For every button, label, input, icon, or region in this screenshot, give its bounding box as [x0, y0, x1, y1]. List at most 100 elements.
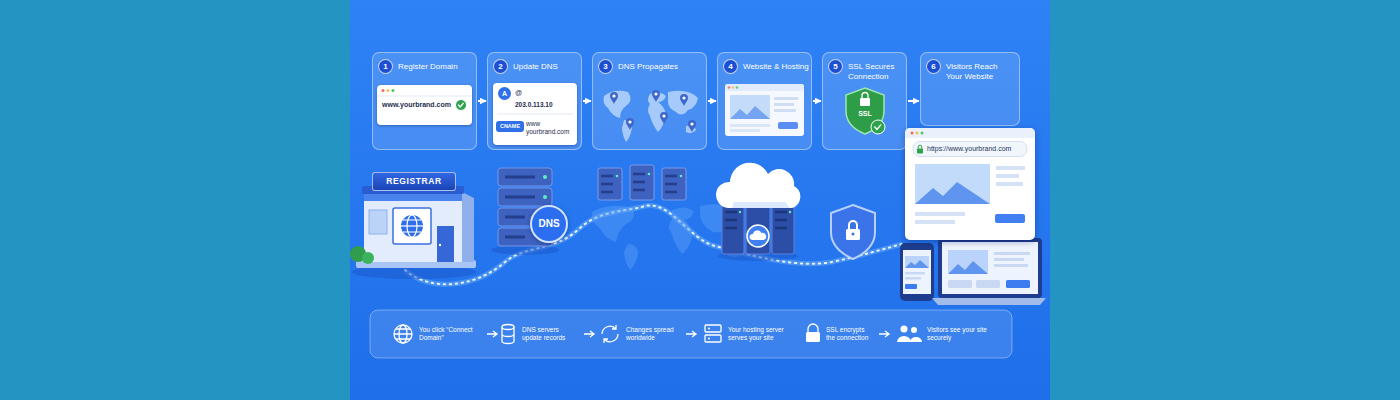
step-card: SSL Secures Connection5SSL	[822, 52, 907, 150]
domain-card-art	[382, 89, 385, 92]
ssl-shield-art	[862, 93, 868, 99]
cloud-hosting	[716, 163, 800, 208]
domain-card-art	[387, 89, 390, 92]
steps-band	[901, 326, 908, 333]
cloud-hosting	[716, 163, 800, 261]
steps-band	[708, 338, 710, 340]
faint-world-map	[592, 204, 742, 270]
steps-band	[806, 332, 820, 342]
flow-arrow	[813, 100, 821, 102]
website-browser-art	[996, 174, 1019, 178]
step-badge: 1	[378, 59, 393, 74]
record-type: A	[498, 87, 511, 100]
registrar-building	[364, 190, 462, 262]
dns-records-panel-art	[497, 114, 573, 115]
record-type: CNAME	[496, 121, 524, 132]
website-browser-art	[905, 128, 1035, 240]
domain-card-art	[459, 103, 464, 107]
domain-card-art	[392, 89, 395, 92]
steps-band	[911, 327, 917, 333]
dns-records-panel: @203.0.113.10 www yourbrand.com A CNAME	[493, 83, 577, 145]
laptop-device	[932, 298, 1046, 305]
flow-arrow	[478, 100, 486, 102]
server-racks	[648, 173, 651, 176]
website-browser-art	[995, 214, 1025, 223]
step-title: Update DNS	[513, 62, 579, 72]
step-card: Website & Hosting4	[717, 52, 812, 150]
laptop-device	[938, 238, 1042, 298]
flow-arrow	[908, 100, 919, 102]
website-browser-art	[915, 220, 955, 224]
step-title: SSL Secures Connection	[848, 62, 904, 82]
registrar-building	[437, 226, 454, 262]
laptop-device	[994, 264, 1028, 267]
step-number: 2	[494, 60, 507, 73]
website-browser-art	[915, 182, 990, 204]
step-summary: Changes spread worldwide	[626, 326, 680, 342]
step-number: 6	[927, 60, 940, 73]
steps-band	[708, 328, 710, 330]
steps-band	[502, 327, 514, 344]
laptop-device	[932, 238, 1046, 305]
steps-band	[394, 325, 412, 343]
registrar-building	[350, 186, 476, 279]
dns-badge: DNS	[530, 205, 568, 243]
steps-band	[705, 335, 721, 342]
step-title: Visitors Reach Your Website	[946, 62, 1006, 82]
security-shield	[852, 233, 855, 236]
server-racks	[616, 175, 619, 178]
dns-server-stack	[543, 195, 547, 199]
record-type-badge: A	[498, 87, 511, 100]
record-host: @	[515, 88, 522, 97]
ssl-shield-art	[860, 98, 870, 106]
flow-arrow	[583, 100, 591, 102]
laptop-device	[948, 280, 972, 288]
steps-band	[394, 324, 889, 344]
registrar-building	[393, 208, 431, 244]
faint-world-map	[669, 207, 694, 254]
steps-band	[370, 310, 1012, 358]
phone-device	[905, 260, 929, 268]
steps-band	[394, 329, 412, 339]
record-value: 203.0.113.10	[515, 101, 553, 109]
phone-device	[900, 243, 934, 301]
sign-text: REGISTRAR	[373, 173, 455, 190]
registrar-building	[403, 220, 421, 232]
registrar-building	[462, 192, 474, 262]
steps-band	[602, 325, 618, 343]
phone-device	[905, 256, 929, 268]
step-card: Visitors Reach Your Website 6	[920, 52, 1020, 126]
faint-world-map	[624, 244, 638, 270]
step-number: 3	[599, 60, 612, 73]
security-shield	[849, 221, 857, 229]
phone-device	[905, 272, 925, 275]
steps-band	[705, 325, 721, 332]
website-browser-art	[915, 164, 990, 204]
domain-card-art	[456, 100, 467, 111]
step-number: 1	[379, 60, 392, 73]
domain-name: www.yourbrand.com	[382, 101, 451, 110]
cloud-hosting	[732, 202, 790, 208]
registrar-building	[362, 252, 374, 264]
step-badge: 2	[493, 59, 508, 74]
laptop-device	[942, 242, 1038, 294]
steps-band	[808, 324, 818, 332]
steps-band	[897, 336, 911, 342]
dns-server-stack	[543, 175, 547, 179]
security-shield	[831, 205, 875, 259]
ssl-shield-art	[871, 120, 885, 134]
step-badge: 5	[828, 59, 843, 74]
step-title: Register Domain	[398, 62, 474, 72]
registrar-building	[364, 194, 462, 201]
website-browser-art	[916, 132, 919, 135]
domain-card-art	[377, 96, 472, 97]
laptop-device	[948, 261, 988, 274]
website-browser-art	[918, 145, 922, 148]
step-card: Register Domain 1 www.yourbrand.com	[372, 52, 477, 150]
registrar-building	[401, 225, 423, 226]
registrar-building	[401, 215, 423, 237]
record-value: www yourbrand.com	[526, 120, 574, 136]
domain-card: www.yourbrand.com	[377, 85, 472, 125]
cloud-hosting	[749, 230, 766, 240]
step-badge: 6	[926, 59, 941, 74]
